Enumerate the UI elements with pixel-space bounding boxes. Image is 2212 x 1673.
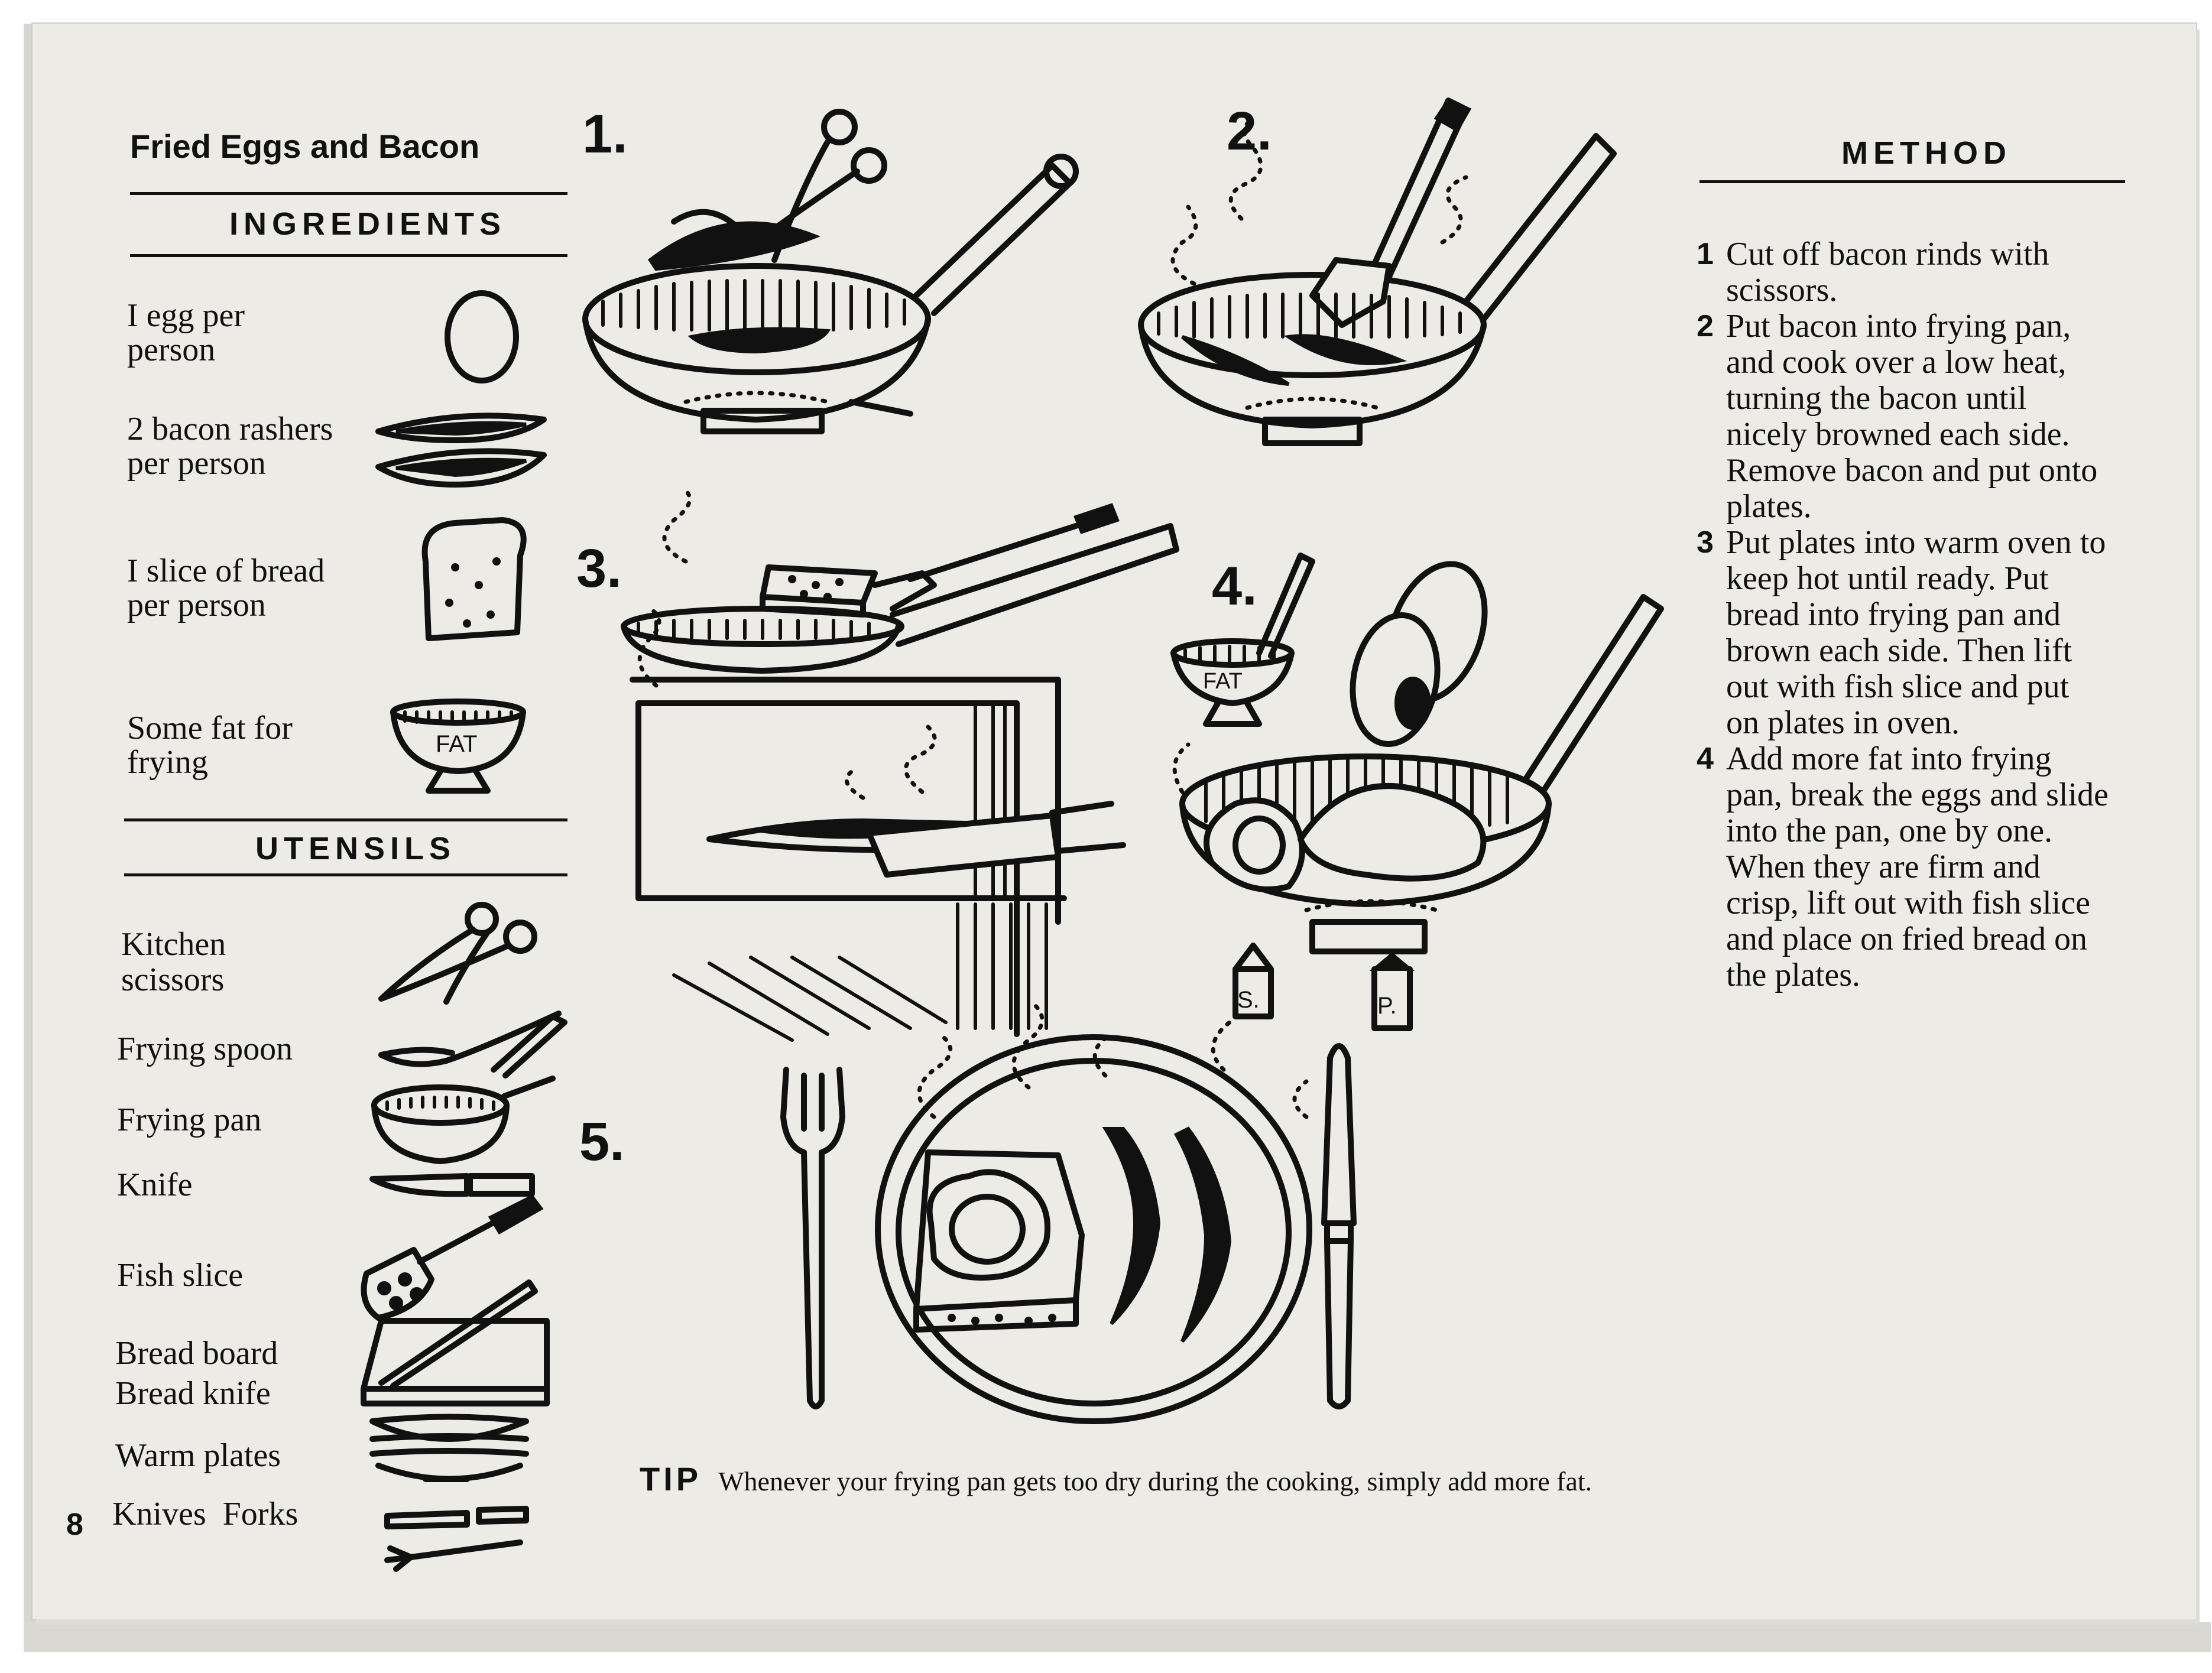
ingredients-heading: INGREDIENTS [229,206,507,242]
utensil-knife: Knife [117,1167,193,1203]
step-label-2: 2. [1227,101,1272,161]
step-label-5: 5. [579,1112,625,1172]
step-label-4: 4. [1212,556,1257,616]
tip-label: TIP [640,1460,702,1497]
step5-plate-illustration [780,1002,1357,1424]
step3-illustration [621,488,1179,1042]
step4-fat-label: FAT [1203,669,1243,694]
method-heading: METHOD [1841,135,2012,171]
tip-text: Whenever your frying pan gets too dry du… [718,1466,1592,1496]
step-label-3: 3. [576,538,622,599]
fish-slice-icon [361,1194,544,1321]
frying-pan-icon [371,1076,556,1164]
spoon-icon [378,1011,567,1078]
utensil-spoon: Frying spoon [117,1031,293,1067]
fat-bowl-icon: FAT [390,699,526,794]
bacon-icon [375,412,547,488]
egg-icon [445,290,519,384]
step-label-1: 1. [582,104,628,164]
step2-pan-illustration [1138,98,1617,446]
utensils-heading: UTENSILS [255,831,456,866]
bread-slice-icon [421,517,527,641]
bread-board-icon [361,1279,550,1406]
utensil-pan: Frying pan [117,1102,262,1138]
knife-icon [369,1173,535,1197]
cover-bottom-edge [24,1622,2211,1652]
utensils-top-rule [124,818,567,821]
utensils-rule [124,873,567,876]
page-number: 8 [66,1508,83,1542]
salt-label: S. [1237,987,1260,1013]
pepper-label: P. [1377,993,1397,1019]
plates-icon [369,1414,529,1482]
scissors-icon [378,902,537,1005]
cutlery-icon [384,1506,529,1572]
recipe-title: Fried Eggs and Bacon [130,128,480,165]
method-step-2: 2 Put bacon into frying pan,and cook ove… [1697,308,2098,525]
book-page [33,24,2196,1619]
step1-pan-illustration [582,109,1079,434]
title-rule [130,192,567,195]
utensil-fish-slice: Fish slice [117,1257,244,1294]
method-rule [1699,180,2125,183]
ingredients-rule [130,254,567,257]
utensil-cutlery: Knives Forks [112,1496,299,1532]
tip-line: TIP Whenever your frying pan gets too dry… [640,1460,1592,1498]
utensil-warm-plates: Warm plates [115,1437,281,1474]
step4-illustration: FAT S. P. [1170,553,1664,1031]
fat-bowl-label: FAT [436,731,477,757]
